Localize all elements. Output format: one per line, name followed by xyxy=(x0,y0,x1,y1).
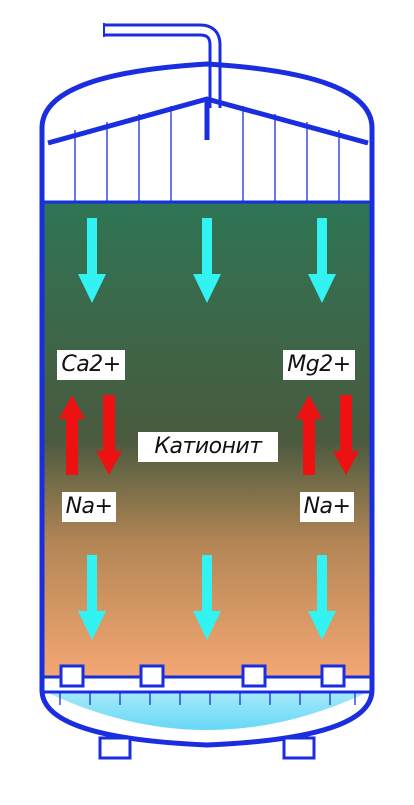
arrow-down-icon xyxy=(333,395,359,475)
label-na-left: Na+ xyxy=(62,492,116,522)
arrow-up-icon xyxy=(296,395,322,475)
label-na-right: Na+ xyxy=(300,492,354,522)
arrow-down-icon xyxy=(308,555,336,640)
arrow-down-icon xyxy=(96,395,122,475)
arrow-up-icon xyxy=(59,395,85,475)
label-mg2: Mg2+ xyxy=(283,350,355,380)
distributor-spokes xyxy=(74,106,340,203)
arrow-down-icon xyxy=(193,218,221,303)
vessel-leg xyxy=(282,736,316,760)
arrow-down-icon xyxy=(193,555,221,640)
label-cationite: Катионит xyxy=(138,432,278,462)
vessel-leg xyxy=(98,736,132,760)
distributor-umbrella xyxy=(47,96,369,146)
flow-arrows xyxy=(78,218,336,640)
inlet-pipe xyxy=(103,23,222,108)
label-ca2: Ca2+ xyxy=(57,350,125,380)
exchange-arrows xyxy=(59,395,359,475)
vessel-legs xyxy=(98,736,316,760)
arrow-down-icon xyxy=(78,218,106,303)
drainage-caps xyxy=(59,664,346,688)
arrow-down-icon xyxy=(78,555,106,640)
vessel-shell xyxy=(39,61,375,748)
arrow-down-icon xyxy=(308,218,336,303)
